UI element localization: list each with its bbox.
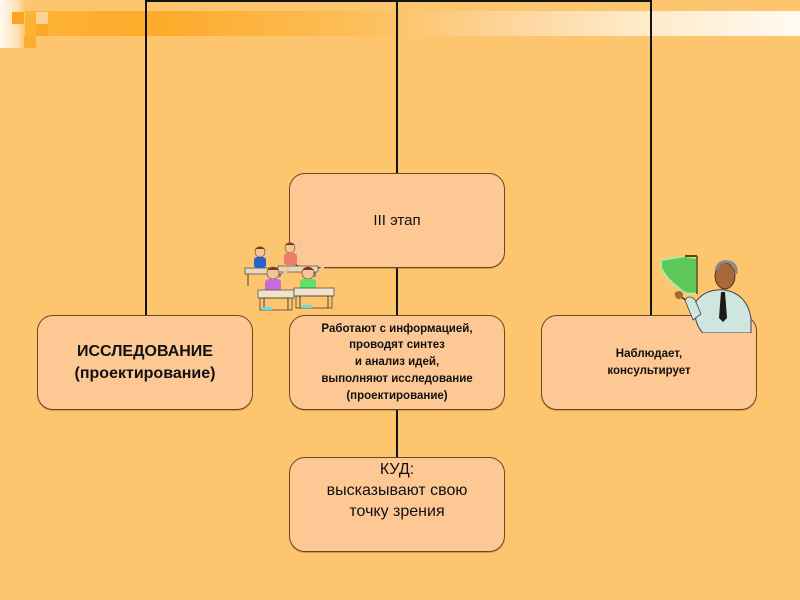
header-band bbox=[0, 11, 800, 36]
decor-square bbox=[36, 24, 48, 36]
header-fade bbox=[0, 0, 25, 48]
teacher-with-board-icon bbox=[660, 254, 752, 333]
connector-center-bottom bbox=[396, 410, 398, 457]
students-activity-label: Работают с информацией, проводят синтез … bbox=[321, 322, 473, 402]
connector-center-top bbox=[396, 0, 398, 173]
research-box: ИССЛЕДОВАНИЕ (проектирование) bbox=[37, 315, 253, 410]
connector-right-vertical bbox=[650, 0, 652, 315]
teacher-activity-label: Наблюдает, консультирует bbox=[607, 347, 691, 377]
connector-left-vertical bbox=[145, 0, 147, 315]
connector-top-horizontal bbox=[145, 0, 652, 2]
research-label: ИССЛЕДОВАНИЕ (проектирование) bbox=[74, 342, 216, 382]
kud-label: КУД: высказывают свою точку зрения bbox=[326, 461, 468, 520]
decor-square bbox=[24, 36, 36, 48]
kud-box: КУД: высказывают свою точку зрения bbox=[289, 457, 505, 552]
decor-square bbox=[36, 12, 48, 24]
connector-center-mid bbox=[396, 268, 398, 315]
students-raising-hands-icon bbox=[244, 241, 335, 311]
stage-box: III этап bbox=[289, 173, 505, 268]
students-activity-box: Работают с информацией, проводят синтез … bbox=[289, 315, 505, 410]
stage-label: III этап bbox=[373, 212, 421, 229]
decor-square bbox=[12, 12, 24, 24]
